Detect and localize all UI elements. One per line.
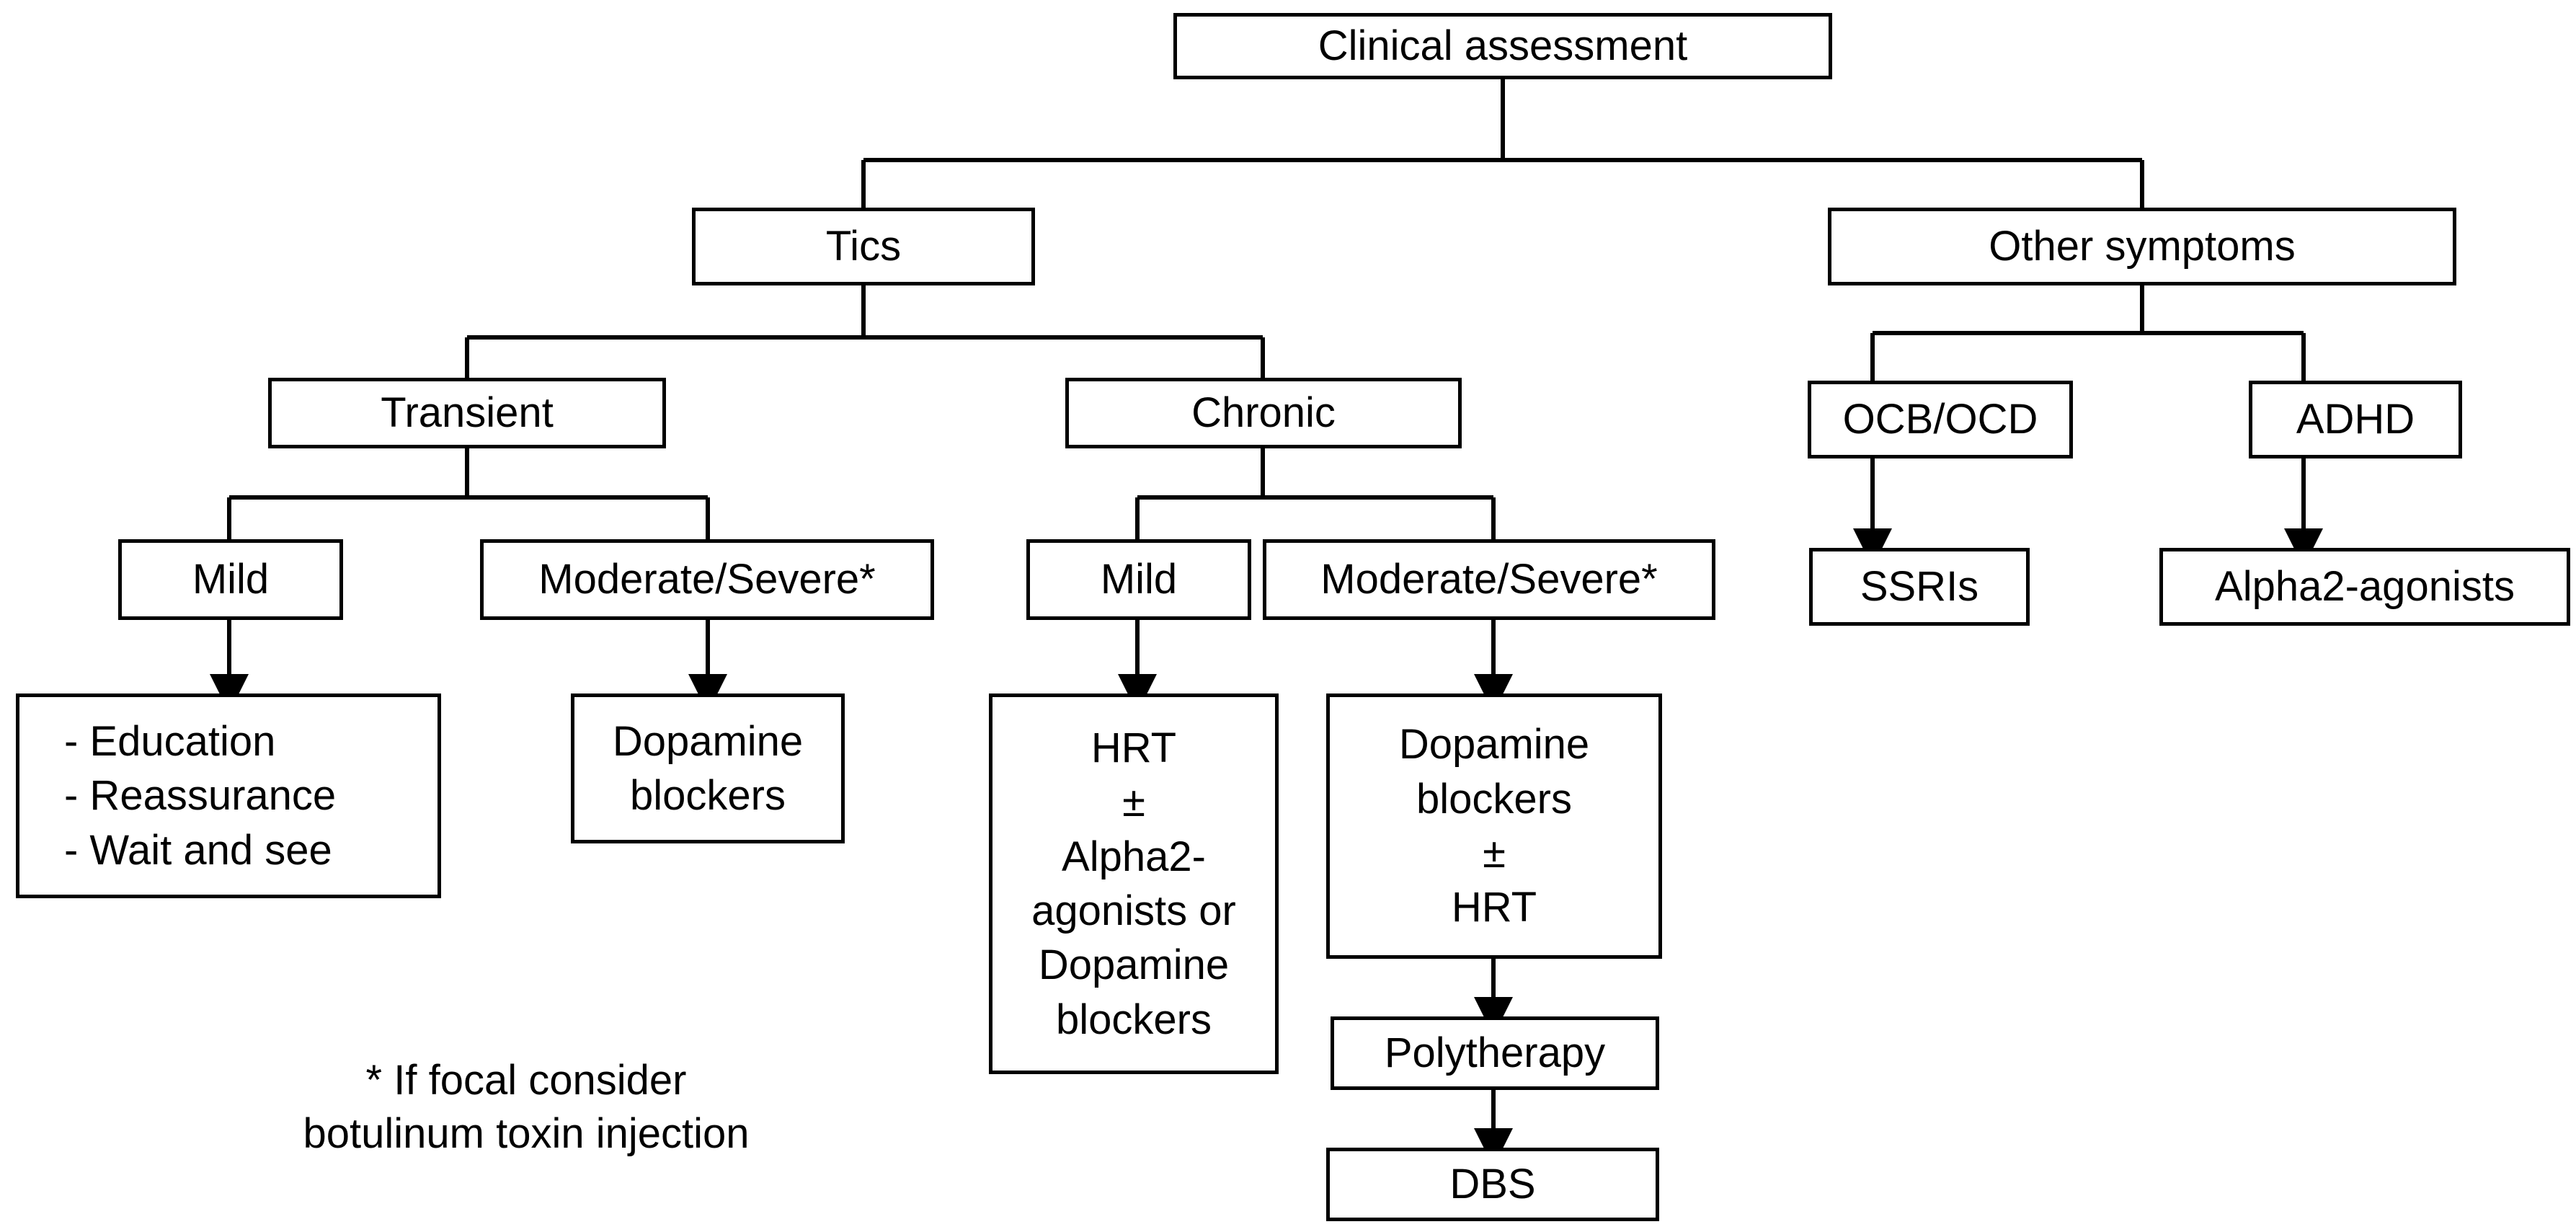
node-line: Alpha2- — [1062, 833, 1206, 880]
node-label: Polytherapy — [1384, 1029, 1606, 1076]
node-label: Mild — [192, 555, 270, 603]
node-label: OCB/OCD — [1842, 395, 2038, 443]
node-chronic-mild[interactable]: Mild — [1026, 539, 1251, 620]
node-line: Dopamine — [612, 717, 804, 765]
node-chronic-moderate-severe[interactable]: Moderate/Severe* — [1263, 539, 1715, 620]
node-line: - Reassurance — [64, 772, 337, 820]
node-label: Tics — [825, 222, 902, 270]
node-dopamine-blockers-transient[interactable]: Dopamine blockers — [571, 693, 845, 843]
node-label: Other symptoms — [1989, 222, 2296, 270]
node-transient-moderate-severe[interactable]: Moderate/Severe* — [480, 539, 934, 620]
node-line: agonists or — [1031, 887, 1236, 934]
node-label: Moderate/Severe* — [1320, 555, 1658, 603]
node-transient-mild[interactable]: Mild — [118, 539, 343, 620]
node-label: ADHD — [2296, 395, 2415, 443]
node-line: ± — [1122, 779, 1145, 826]
node-label: Alpha2-agonists — [2215, 562, 2515, 610]
node-alpha2-agonists[interactable]: Alpha2-agonists — [2159, 548, 2570, 626]
node-line: HRT — [1451, 884, 1537, 931]
node-label: Moderate/Severe* — [538, 555, 876, 603]
node-tics[interactable]: Tics — [692, 208, 1035, 285]
node-dbs[interactable]: DBS — [1326, 1148, 1659, 1221]
node-label: Chronic — [1191, 389, 1336, 436]
node-other-symptoms[interactable]: Other symptoms — [1828, 208, 2456, 285]
node-ssris[interactable]: SSRIs — [1809, 548, 2030, 626]
node-ocb-ocd[interactable]: OCB/OCD — [1808, 381, 2073, 458]
node-line: - Education — [64, 717, 276, 765]
node-adhd[interactable]: ADHD — [2249, 381, 2462, 458]
node-line: blockers — [1416, 775, 1572, 823]
node-label: Clinical assessment — [1318, 22, 1688, 69]
node-polytherapy[interactable]: Polytherapy — [1331, 1016, 1659, 1090]
node-line: blockers — [630, 772, 786, 819]
footnote-text: * If focal consider botulinum toxin inje… — [303, 1057, 750, 1158]
node-education-reassurance[interactable]: - Education - Reassurance - Wait and see — [16, 693, 441, 898]
node-label: Transient — [381, 389, 554, 436]
node-chronic[interactable]: Chronic — [1065, 378, 1462, 448]
node-hrt-combo[interactable]: HRT ± Alpha2- agonists or Dopamine block… — [989, 693, 1279, 1074]
node-line: - Wait and see — [64, 826, 332, 874]
node-clinical-assessment[interactable]: Clinical assessment — [1173, 13, 1832, 79]
node-label: DBS — [1449, 1160, 1536, 1207]
node-line: Dopamine — [1398, 721, 1590, 768]
node-label: Mild — [1100, 555, 1178, 603]
node-line: blockers — [1056, 996, 1212, 1043]
node-line: HRT — [1091, 724, 1177, 771]
node-line: ± — [1483, 830, 1506, 877]
node-line: Dopamine — [1038, 941, 1230, 989]
node-label: SSRIs — [1860, 562, 1979, 610]
node-dopamine-blockers-hrt[interactable]: Dopamine blockers ± HRT — [1326, 693, 1662, 959]
node-transient[interactable]: Transient — [268, 378, 666, 448]
